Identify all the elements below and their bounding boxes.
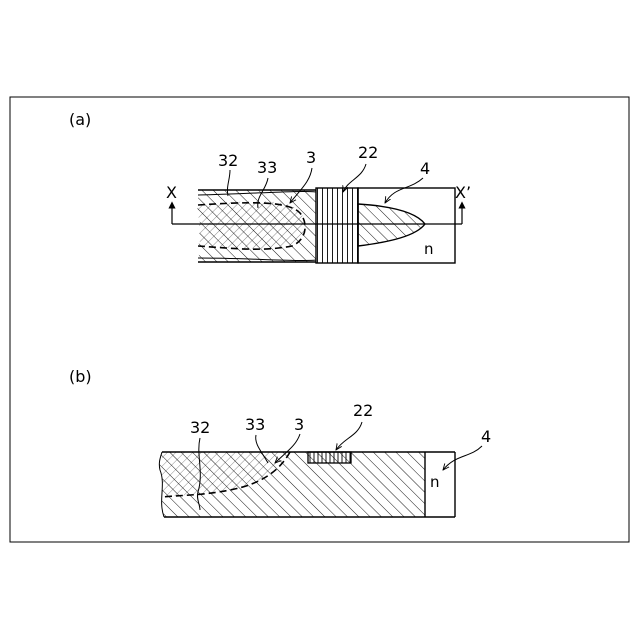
callout-22-section: 22 [353,401,373,420]
callout-32-section: 32 [190,418,210,437]
section-label-x: X [166,183,177,202]
callout-4-plan: 4 [420,159,430,178]
callout-33-plan: 33 [257,158,277,177]
leader-22-section [336,422,362,450]
callout-4-section: 4 [481,427,491,446]
region-3-plan [198,201,305,249]
leader-4-plan [385,178,423,203]
callout-33-section: 33 [245,415,265,434]
n-label-section: n [430,473,440,491]
element-22-plan [316,188,358,263]
panel-b-label: (b) [69,367,92,386]
element-22-section [308,452,351,463]
callout-22-plan: 22 [358,143,378,162]
region-4-plan [358,204,425,246]
plan-view: X X’ n 32 33 3 22 4 [166,143,471,263]
section-view: n 32 33 3 22 4 [159,401,491,517]
n-label-plan: n [424,240,434,258]
section-label-x-prime: X’ [455,183,471,202]
callout-32-plan: 32 [218,151,238,170]
callout-3-plan: 3 [306,148,316,167]
panel-a-label: (a) [69,110,91,129]
callout-3-section: 3 [294,415,304,434]
leader-4-section [443,446,482,470]
